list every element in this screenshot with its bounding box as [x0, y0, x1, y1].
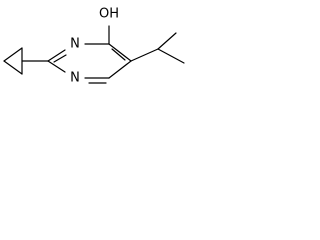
isopropyl-methyl-1-bond [157, 32, 177, 50]
c5-c4-bond [108, 60, 132, 79]
c5-isopropyl-bond [130, 48, 159, 62]
c6-c5-double-bond-inner [111, 48, 126, 61]
atom-label-oh: OH [99, 7, 119, 22]
isopropyl-methyl-2-bond [157, 48, 185, 64]
cyclopropyl-bond-2 [3, 60, 23, 75]
n3-c2-bond [47, 60, 66, 73]
chemical-structure-canvas: N N OH [0, 0, 222, 120]
molecule-diagram: N N OH [3, 7, 185, 86]
cyclopropyl-bond-1 [3, 47, 23, 62]
atom-label-n3: N [70, 71, 80, 86]
c6-c5-bond [108, 43, 132, 62]
c2-n1-double-bond-inner [53, 54, 67, 63]
c2-n1-bond [47, 49, 66, 62]
atom-label-n1: N [70, 37, 80, 52]
